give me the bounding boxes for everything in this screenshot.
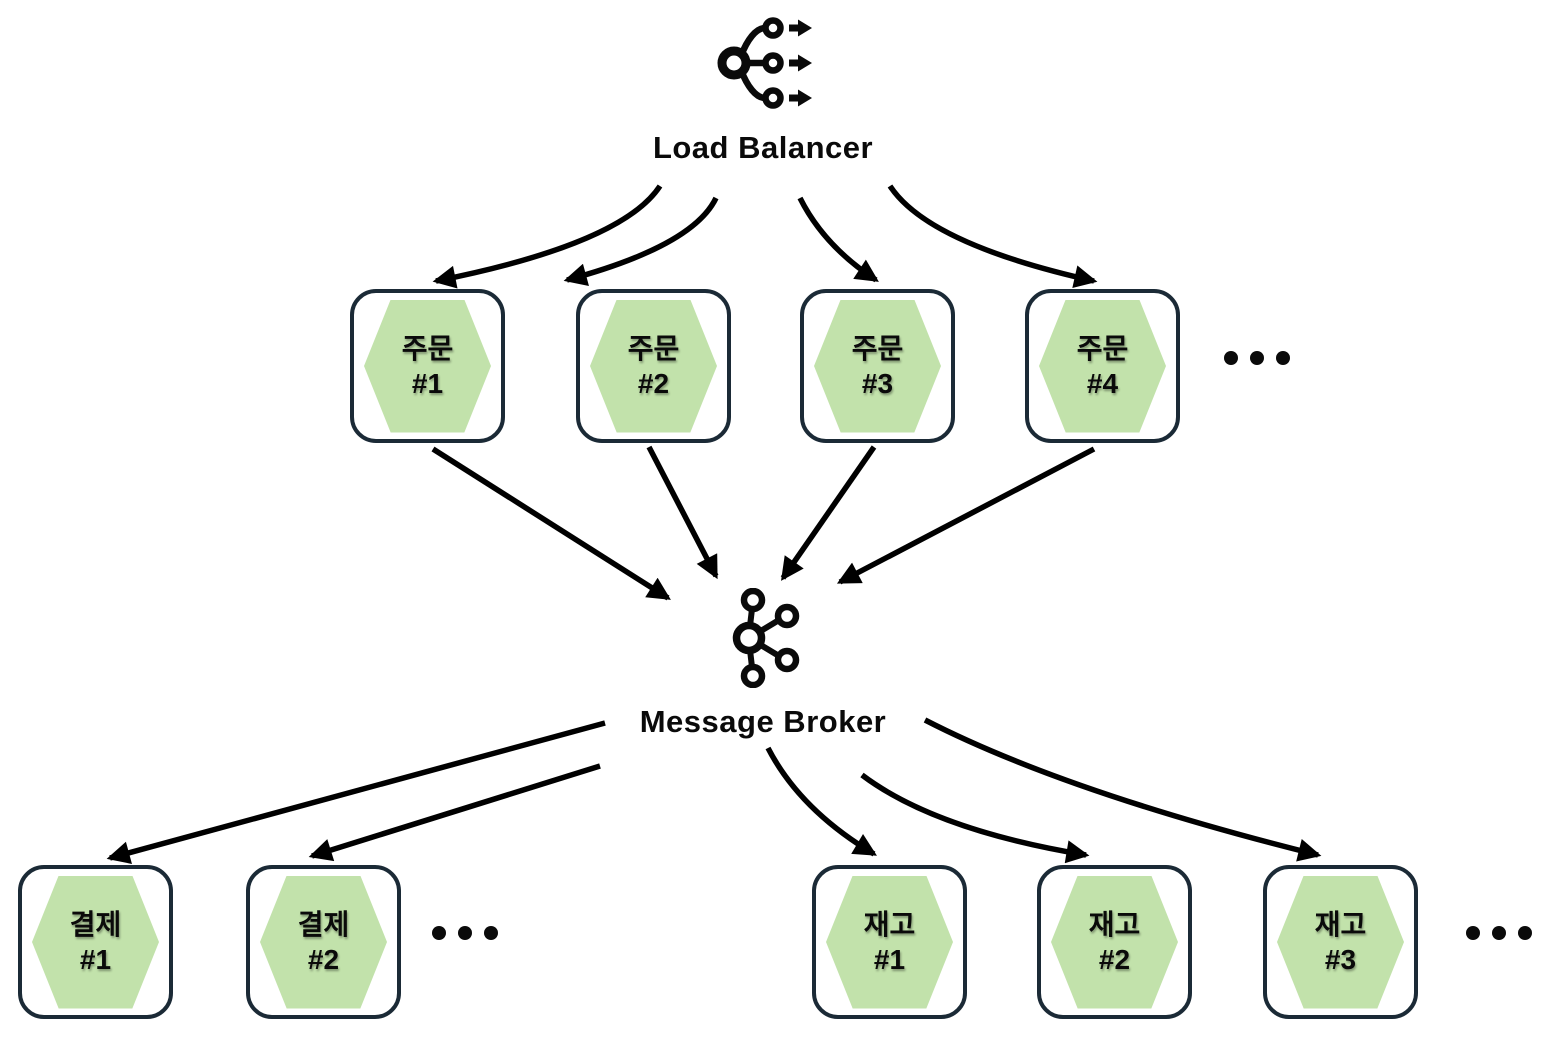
node-label-line1: 주문	[851, 333, 904, 364]
order-ellipsis	[1224, 351, 1290, 365]
node-label-line1: 주문	[401, 333, 454, 364]
node-label-line2: #3	[1324, 944, 1357, 975]
order-node-4: 주문 #4	[1025, 289, 1180, 443]
arrow-order4-broker	[836, 446, 1096, 585]
node-label-line2: #2	[307, 944, 340, 975]
order-node-2: 주문 #2	[576, 289, 731, 443]
arrow-order2-broker	[646, 445, 719, 580]
arrow-lb-order-2	[563, 196, 719, 287]
hexagon-shape: 주문 #4	[1039, 299, 1166, 433]
arrow-broker-payment-2	[308, 763, 601, 862]
node-label-line1: 재고	[863, 909, 916, 940]
hexagon-shape: 주문 #2	[590, 299, 717, 433]
arrow-broker-inventory-1	[765, 746, 877, 857]
node-label-line1: 재고	[1088, 909, 1141, 940]
node-label-line2: #1	[79, 944, 112, 975]
arrow-order1-broker	[431, 446, 671, 601]
payment-node-1: 결제 #1	[18, 865, 173, 1019]
inventory-ellipsis	[1466, 926, 1532, 940]
node-label-line1: 주문	[1076, 333, 1129, 364]
load-balancer-label: Load Balancer	[652, 130, 874, 165]
node-label-line1: 주문	[627, 333, 680, 364]
inventory-node-2: 재고 #2	[1037, 865, 1192, 1019]
hexagon-shape: 재고 #1	[826, 875, 953, 1009]
node-label-line2: #4	[1086, 368, 1119, 399]
arrow-order3-broker	[780, 445, 877, 581]
hexagon-shape: 재고 #3	[1277, 875, 1404, 1009]
hexagon-shape: 재고 #2	[1051, 875, 1178, 1009]
node-label-line1: 재고	[1314, 909, 1367, 940]
hexagon-shape: 주문 #1	[364, 299, 491, 433]
arrow-lb-order-3	[797, 196, 879, 283]
node-label-line1: 결제	[297, 909, 350, 940]
arrow-broker-inventory-3	[923, 717, 1322, 862]
arrow-broker-payment-1	[106, 720, 606, 864]
arrow-broker-inventory-2	[860, 772, 1090, 864]
load-balancer-icon	[717, 17, 812, 109]
node-label-line2: #3	[861, 368, 894, 399]
node-label-line2: #1	[873, 944, 906, 975]
inventory-node-3: 재고 #3	[1263, 865, 1418, 1019]
hexagon-shape: 결제 #2	[260, 875, 387, 1009]
inventory-node-1: 재고 #1	[812, 865, 967, 1019]
order-node-3: 주문 #3	[800, 289, 955, 443]
payment-node-2: 결제 #2	[246, 865, 401, 1019]
arrow-lb-order-1	[432, 184, 663, 289]
node-label-line2: #2	[1098, 944, 1131, 975]
node-label-line1: 결제	[69, 909, 122, 940]
arrow-lb-order-4	[887, 184, 1098, 288]
hexagon-shape: 주문 #3	[814, 299, 941, 433]
payment-ellipsis	[432, 926, 498, 940]
hexagon-shape: 결제 #1	[32, 875, 159, 1009]
node-label-line2: #1	[411, 368, 444, 399]
message-broker-label: Message Broker	[639, 704, 887, 739]
order-node-1: 주문 #1	[350, 289, 505, 443]
kafka-message-broker-icon	[732, 588, 800, 688]
node-label-line2: #2	[637, 368, 670, 399]
